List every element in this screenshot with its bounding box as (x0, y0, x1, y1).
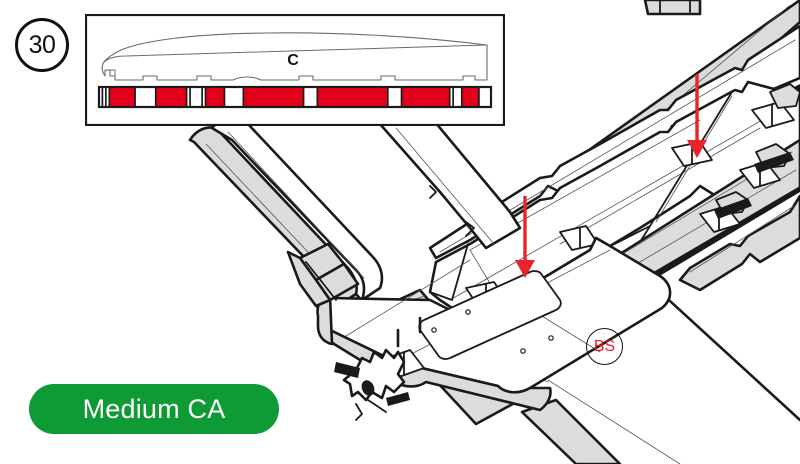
livery-stripe (97, 85, 493, 109)
livery-segment-13 (316, 86, 389, 108)
livery-segment-5 (154, 86, 188, 108)
part-c-inset: C (85, 14, 505, 126)
livery-segment-15 (400, 86, 451, 108)
stacked-step-tabs (286, 242, 360, 308)
coupler-hook-detail (334, 348, 410, 421)
livery-segment-10 (223, 86, 245, 108)
livery-stripe-border (97, 85, 493, 109)
livery-segment-9 (204, 86, 226, 108)
livery-segment-4 (134, 86, 157, 108)
material-pill-label: Medium CA (82, 393, 226, 424)
alignment-pegs (396, 316, 422, 348)
livery-segment-12 (302, 86, 319, 108)
right-secondary-beam (678, 194, 800, 292)
railcar-profile-outline (101, 32, 488, 81)
bs-callout-label: BS (593, 337, 616, 355)
livery-segment-14 (387, 86, 403, 108)
inset-part-letter: C (287, 52, 299, 69)
livery-segment-7 (189, 86, 203, 108)
livery-segment-18 (460, 86, 480, 108)
assembly-arrow-left (515, 196, 535, 278)
livery-segment-19 (478, 86, 492, 108)
left-upper-beam (378, 102, 522, 250)
step-number-label: 30 (28, 30, 56, 59)
bs-callout-badge: BS (586, 328, 623, 365)
left-beam-tabs (429, 185, 475, 237)
livery-segment-17 (452, 86, 463, 108)
assembly-arrow-right (687, 74, 707, 158)
step-number-badge: 30 (15, 18, 69, 72)
livery-segment-3 (108, 86, 136, 108)
bracket-tabs-cluster (714, 83, 800, 219)
livery-segment-11 (242, 86, 305, 108)
material-pill: Medium CA (29, 384, 279, 434)
